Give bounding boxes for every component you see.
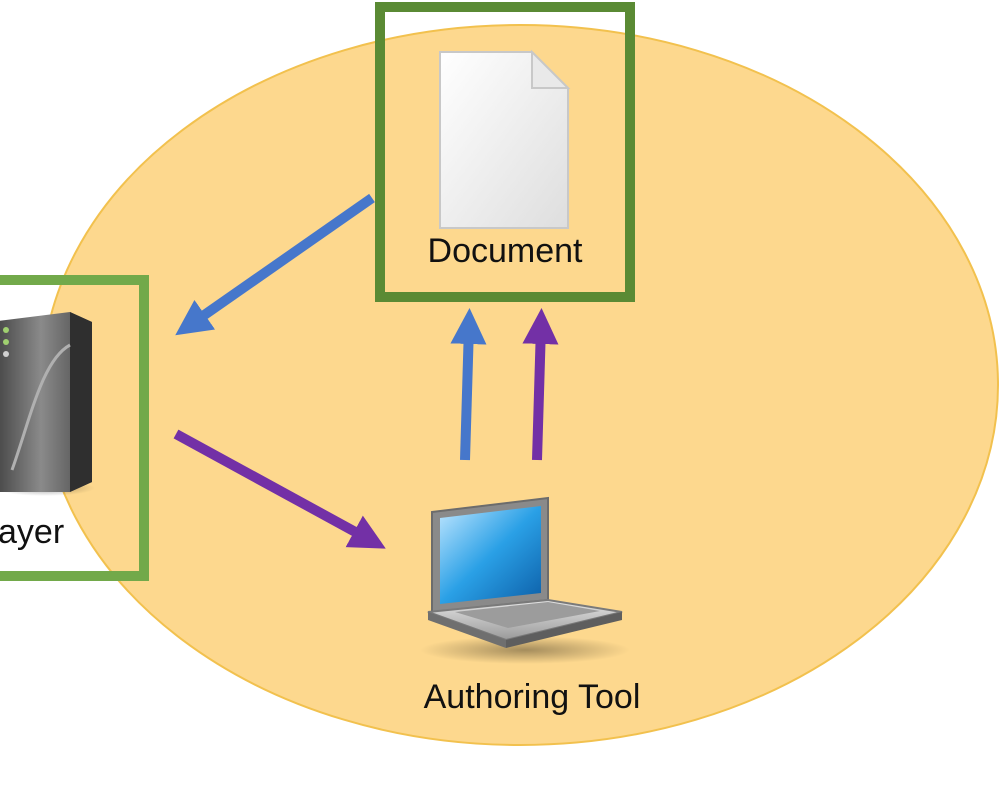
arrow-document-to-player xyxy=(175,193,375,336)
laptop-icon xyxy=(420,496,630,664)
document-icon xyxy=(439,49,571,229)
player-label: ayer xyxy=(0,513,64,551)
arrow-player-to-authoring-tool xyxy=(173,429,386,549)
server-icon xyxy=(0,312,95,496)
arrow-authoring-tool-to-document-blue xyxy=(450,308,487,461)
arrow-authoring-tool-to-document-purple xyxy=(522,308,559,461)
document-frame xyxy=(375,2,635,302)
authoring-tool-node: Authoring Tool xyxy=(420,496,641,716)
document-label: Document xyxy=(428,232,584,270)
document-node: Document xyxy=(375,2,635,302)
player-node: ayer xyxy=(0,275,149,581)
player-frame xyxy=(0,275,149,581)
authoring-tool-label: Authoring Tool xyxy=(424,678,641,716)
